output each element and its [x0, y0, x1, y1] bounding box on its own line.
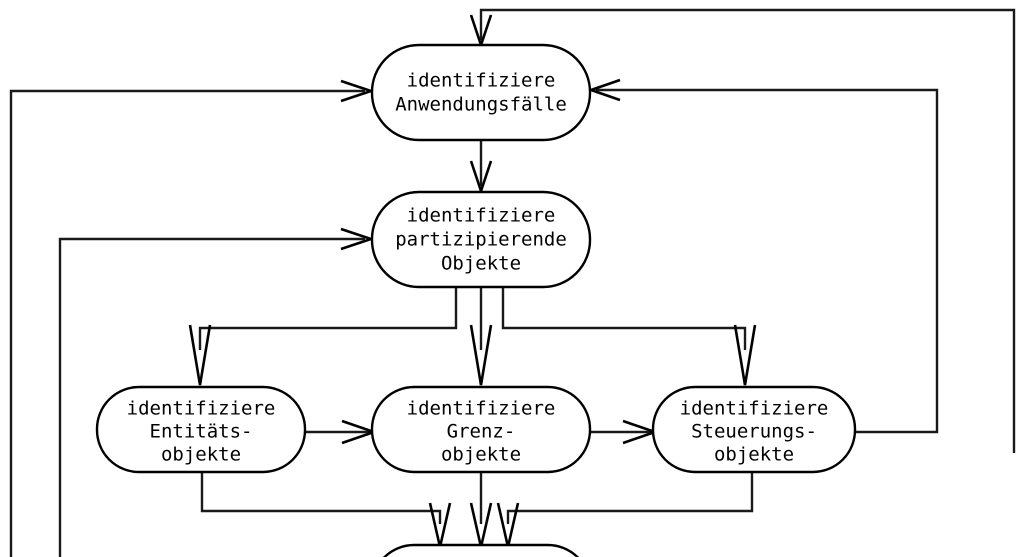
arrow-into-steuerungsobjekte-top	[733, 324, 757, 386]
arrow-into-entitaetsobjekte-top	[188, 324, 212, 386]
node-bottom-partial[interactable]	[372, 543, 590, 557]
node-entitaetsobjekte-line1: identifiziere	[127, 398, 276, 420]
arrow-into-grenzobjekte-top	[469, 324, 493, 386]
arrow-into-bottom-node-right	[496, 502, 520, 548]
node-anwendungsfaelle-line2: Anwendungsfälle	[395, 94, 567, 116]
node-steuerungsobjekte-line1: identifiziere	[680, 398, 829, 420]
node-grenzobjekte-line1: identifiziere	[407, 398, 556, 420]
node-anwendungsfaelle-shape	[370, 43, 592, 142]
node-entitaetsobjekte-line2: Entitäts-	[150, 421, 253, 443]
node-partizipierende-objekte-line3: Objekte	[441, 253, 521, 275]
node-grenzobjekte-line3: objekte	[441, 444, 521, 466]
node-grenzobjekte[interactable]: identifiziere Grenz- objekte	[370, 385, 592, 474]
edge-partizipierende-to-entitaetsobjekte	[198, 287, 458, 350]
node-grenzobjekte-shape	[370, 385, 592, 474]
edge-steuerungsobjekte-to-bottom-node	[506, 471, 754, 524]
edge-left-outer-loop-to-anwendungsfaelle	[9, 89, 365, 557]
node-partizipierende-objekte-line2: partizipierende	[395, 229, 567, 251]
node-bottom-partial-shape	[382, 543, 580, 557]
edge-entitaetsobjekte-to-bottom-node	[200, 471, 442, 524]
node-steuerungsobjekte-line3: objekte	[714, 444, 794, 466]
edge-partizipierende-to-steuerungsobjekte	[501, 287, 747, 350]
edge-steuerungsobjekte-to-anwendungsfaelle	[596, 88, 939, 434]
node-partizipierende-objekte-shape	[370, 190, 592, 289]
node-partizipierende-objekte[interactable]: identifiziere partizipierende Objekte	[370, 190, 592, 289]
arrow-into-bottom-node-left	[428, 502, 452, 548]
node-anwendungsfaelle-line1: identifiziere	[407, 70, 556, 92]
node-grenzobjekte-line2: Grenz-	[447, 421, 516, 443]
node-entitaetsobjekte-shape	[95, 385, 307, 474]
node-entitaetsobjekte[interactable]: identifiziere Entitäts- objekte	[95, 385, 307, 474]
node-steuerungsobjekte[interactable]: identifiziere Steuerungs- objekte	[651, 385, 857, 474]
node-steuerungsobjekte-shape	[651, 385, 857, 474]
edge-feedback-top-into-anwendungsfaelle	[479, 8, 1016, 453]
node-partizipierende-objekte-line1: identifiziere	[407, 205, 556, 227]
node-steuerungsobjekte-line2: Steuerungs-	[691, 421, 817, 443]
node-entitaetsobjekte-line3: objekte	[161, 444, 241, 466]
edge-left-inner-loop-to-partizipierende	[58, 237, 365, 557]
node-anwendungsfaelle[interactable]: identifiziere Anwendungsfälle	[370, 43, 592, 142]
